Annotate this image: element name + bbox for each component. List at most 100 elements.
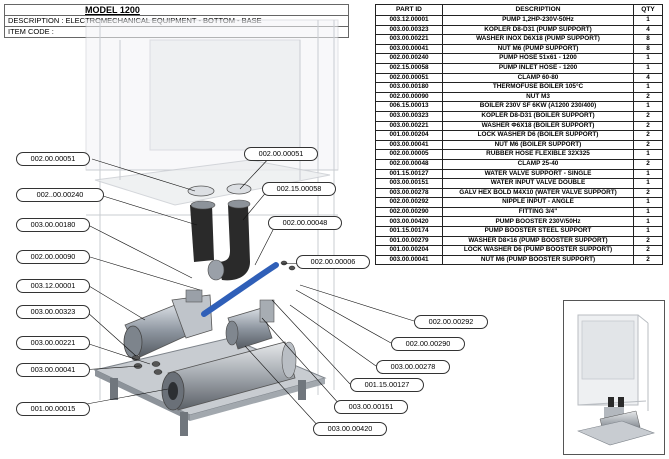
description-cell: GALV HEX BOLD M4X10 (WATER VALVE SUPPORT… <box>442 187 634 199</box>
qty-cell: 2 <box>633 110 663 122</box>
callout-pump-booster[interactable]: 003.00.00420 <box>313 422 387 436</box>
part-id-cell: 003.00.00180 <box>375 82 443 93</box>
callout-fitting[interactable]: 002.00.00290 <box>391 337 465 351</box>
part-id-cell: 001.00.00204 <box>375 130 443 141</box>
callout-pump-hose[interactable]: 002..00.00240 <box>16 188 104 202</box>
qty-cell: 2 <box>633 91 663 103</box>
qty-cell: 2 <box>633 235 663 247</box>
callout-rubber-hose[interactable]: 002.00.00006 <box>296 255 370 269</box>
part-id-cell: 001.00.00204 <box>375 245 443 256</box>
description-cell: FITTING 3/4" <box>442 206 634 218</box>
part-id-cell: 002.00.00005 <box>375 149 443 160</box>
description-cell: PUMP HOSE 51x61 - 1200 <box>442 53 634 64</box>
callout-inlet-hose[interactable]: 002.15.00058 <box>262 182 336 196</box>
callout-nut-m3[interactable]: 002.00.00090 <box>16 250 90 264</box>
description-cell: WATER VALVE SUPPORT - SINGLE <box>442 168 634 180</box>
qty-cell: 1 <box>633 197 663 208</box>
description-cell: KOPLER D8-D31 (BOILER SUPPORT) <box>442 110 634 122</box>
part-id-cell: 002.00.00290 <box>375 206 443 218</box>
part-id-cell: 003.00.00041 <box>375 254 443 266</box>
description-cell: WASHER INOX D6X18 (PUMP SUPPORT) <box>442 34 634 45</box>
booster-pump <box>225 299 275 350</box>
qty-cell: 1 <box>633 53 663 64</box>
callout-nipple[interactable]: 002.00.00292 <box>414 315 488 329</box>
description-cell: PUMP INLET HOSE - 1200 <box>442 62 634 74</box>
qty-cell: 1 <box>633 216 663 228</box>
description-cell: NUT M6 (PUMP BOOSTER SUPPORT) <box>442 254 634 266</box>
qty-cell: 1 <box>633 62 663 74</box>
col-header-description: DESCRIPTION <box>442 4 634 16</box>
callout-clamp-25-40[interactable]: 002.00.00048 <box>268 216 342 230</box>
qty-cell: 2 <box>633 245 663 256</box>
description-cell: CLAMP 25-40 <box>442 158 634 170</box>
description-cell: KOPLER D8-D31 (PUMP SUPPORT) <box>442 24 634 36</box>
description-cell: RUBBER HOSE FLEXIBLE 32X325 <box>442 149 634 160</box>
qty-cell: 2 <box>633 254 663 266</box>
callout-clamp-left[interactable]: 002.00.00051 <box>16 152 90 166</box>
qty-cell: 8 <box>633 43 663 55</box>
description-cell: NUT M3 <box>442 91 634 103</box>
callout-kopler[interactable]: 003.00.00323 <box>16 305 90 319</box>
part-id-cell: 003.00.00221 <box>375 120 443 132</box>
callout-input-valve[interactable]: 003.00.00151 <box>334 400 408 414</box>
part-id-cell: 003.00.00323 <box>375 24 443 36</box>
description-cell: BOILER 230V SF 6KW (A1200 230/400) <box>442 101 634 112</box>
description-cell: PUMP 1,2HP-230V-50Hz <box>442 15 634 26</box>
callout-thermofuse[interactable]: 003.00.00180 <box>16 218 90 232</box>
callout-valve-support[interactable]: 001.15.00127 <box>350 378 424 392</box>
qty-cell: 8 <box>633 34 663 45</box>
part-id-cell: 003.00.00278 <box>375 187 443 199</box>
qty-cell: 1 <box>633 226 663 237</box>
part-id-cell: 003.00.00041 <box>375 43 443 55</box>
part-id-cell: 006.15.00013 <box>375 101 443 112</box>
description-cell: NUT M6 (PUMP SUPPORT) <box>442 43 634 55</box>
fasteners <box>131 260 296 375</box>
part-id-cell: 002.00.00292 <box>375 197 443 208</box>
qty-cell: 1 <box>633 15 663 26</box>
qty-cell: 1 <box>633 206 663 218</box>
part-id-cell: 003.12.00001 <box>375 15 443 26</box>
col-header-qty: QTY <box>633 4 663 16</box>
callout-pump[interactable]: 003.12.00001 <box>16 279 90 293</box>
description-cell: LOCK WASHER D6 (BOILER SUPPORT) <box>442 130 634 141</box>
col-header-part-id: PART ID <box>375 4 443 16</box>
description-cell: PUMP BOOSTER STEEL SUPPORT <box>442 226 634 237</box>
part-id-cell: 002.00.00048 <box>375 158 443 170</box>
qty-cell: 1 <box>633 168 663 180</box>
part-id-cell: 002.00.00090 <box>375 91 443 103</box>
part-id-cell: 003.00.00041 <box>375 139 443 151</box>
qty-cell: 2 <box>633 187 663 199</box>
flexible-hose <box>201 262 279 317</box>
callout-nut-m6[interactable]: 003.00.00041 <box>16 363 90 377</box>
leader-lines <box>64 154 415 429</box>
description-cell: CLAMP 60-80 <box>442 72 634 84</box>
machine-thumbnail-drawing <box>577 314 655 446</box>
callout-boiler-part[interactable]: 001.00.00015 <box>16 402 90 416</box>
description-cell: LOCK WASHER D6 (PUMP BOOSTER SUPPORT) <box>442 245 634 256</box>
part-id-cell: 001.00.00279 <box>375 235 443 247</box>
callout-hex-bolt[interactable]: 003.00.00278 <box>376 360 450 374</box>
callout-clamp-right[interactable]: 002.00.00051 <box>244 147 318 161</box>
qty-cell: 1 <box>633 82 663 93</box>
callout-washer[interactable]: 003.00.00221 <box>16 336 90 350</box>
qty-cell: 4 <box>633 72 663 84</box>
